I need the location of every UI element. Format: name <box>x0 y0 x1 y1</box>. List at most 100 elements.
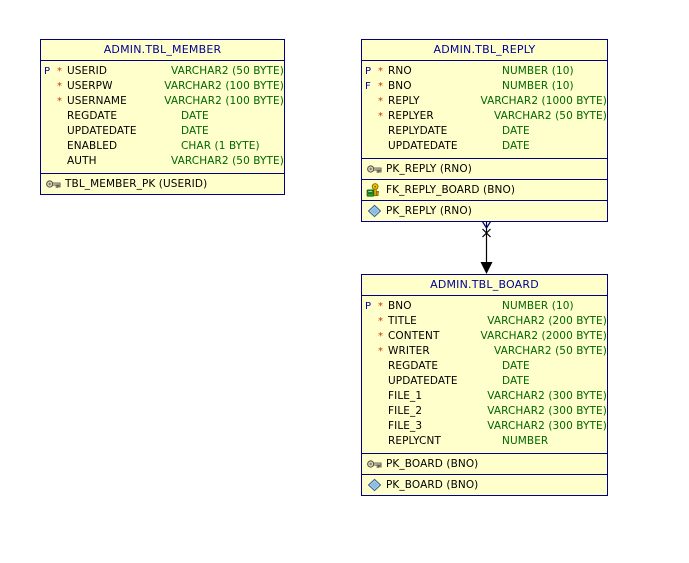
attribute-name: USERID <box>67 65 108 77</box>
attribute-datatype: NUMBER (10) <box>502 65 574 77</box>
primary-key-icon <box>366 457 383 471</box>
attribute-datatype: VARCHAR2 (100 BYTE) <box>164 95 284 107</box>
attribute-required-marker: * <box>57 96 62 107</box>
attribute-datatype: VARCHAR2 (1000 BYTE) <box>480 95 607 107</box>
attribute-name: USERPW <box>67 80 113 92</box>
attribute-datatype: NUMBER (10) <box>502 80 574 92</box>
attribute-name: REPLY <box>388 95 420 107</box>
primary-key-icon <box>45 177 62 191</box>
entity-tbl_reply[interactable]: ADMIN.TBL_REPLY P * RNO NUMBER (10) F * BNO NUMB… <box>361 39 608 222</box>
attribute-datatype: VARCHAR2 (2000 BYTE) <box>480 330 607 342</box>
attribute-datatype: CHAR (1 BYTE) <box>181 140 260 152</box>
attribute-name: REPLYDATE <box>388 125 448 137</box>
attribute-row[interactable]: * USERPW VARCHAR2 (100 BYTE) <box>41 79 284 94</box>
attribute-datatype: VARCHAR2 (50 BYTE) <box>494 345 607 357</box>
attribute-key-marker: F <box>365 81 371 92</box>
attribute-name: RNO <box>388 65 412 77</box>
attribute-row[interactable]: * REPLYER VARCHAR2 (50 BYTE) <box>362 109 607 124</box>
attribute-row[interactable]: REPLYCNT NUMBER <box>362 434 607 449</box>
entity-title-tbl_board: ADMIN.TBL_BOARD <box>362 275 607 296</box>
attribute-name: TITLE <box>388 315 417 327</box>
attribute-datatype: VARCHAR2 (300 BYTE) <box>487 420 607 432</box>
attribute-name: REGDATE <box>388 360 439 372</box>
attribute-required-marker: * <box>378 316 383 327</box>
constraint-row[interactable]: TBL_MEMBER_PK (USERID) <box>41 174 284 194</box>
constraint-label: PK_REPLY (RNO) <box>386 205 472 217</box>
attribute-row[interactable]: * USERNAME VARCHAR2 (100 BYTE) <box>41 94 284 109</box>
attribute-name: FILE_2 <box>388 405 423 417</box>
attribute-row[interactable]: P * RNO NUMBER (10) <box>362 64 607 79</box>
primary-key-icon <box>366 162 383 176</box>
attribute-list: P * RNO NUMBER (10) F * BNO NUMBER (10) * REPLY VA… <box>362 61 607 159</box>
attribute-row[interactable]: FILE_2 VARCHAR2 (300 BYTE) <box>362 404 607 419</box>
attribute-required-marker: * <box>378 331 383 342</box>
attribute-name: UPDATEDATE <box>388 375 458 387</box>
attribute-datatype: VARCHAR2 (300 BYTE) <box>487 390 607 402</box>
attribute-datatype: NUMBER <box>502 435 549 447</box>
entity-title-tbl_reply: ADMIN.TBL_REPLY <box>362 40 607 61</box>
index-icon <box>366 204 383 218</box>
constraint-row[interactable]: PK_BOARD (BNO) <box>362 475 607 495</box>
constraint-label: PK_BOARD (BNO) <box>386 479 479 491</box>
constraint-label: PK_REPLY (RNO) <box>386 163 472 175</box>
attribute-row[interactable]: UPDATEDATE DATE <box>41 124 284 139</box>
attribute-row[interactable]: P * BNO NUMBER (10) <box>362 299 607 314</box>
attribute-datatype: DATE <box>181 125 209 137</box>
attribute-required-marker: * <box>378 66 383 77</box>
attribute-datatype: VARCHAR2 (200 BYTE) <box>487 315 607 327</box>
attribute-name: BNO <box>388 80 412 92</box>
attribute-name: BNO <box>388 300 412 312</box>
attribute-list: P * BNO NUMBER (10) * TITLE VARCHAR2 (200 BYTE… <box>362 296 607 454</box>
attribute-datatype: VARCHAR2 (300 BYTE) <box>487 405 607 417</box>
attribute-datatype: VARCHAR2 (100 BYTE) <box>164 80 284 92</box>
attribute-key-marker: P <box>365 301 372 312</box>
entity-tbl_board[interactable]: ADMIN.TBL_BOARD P * BNO NUMBER (10) * TITLE VAR… <box>361 274 608 496</box>
attribute-row[interactable]: * REPLY VARCHAR2 (1000 BYTE) <box>362 94 607 109</box>
constraint-label: PK_BOARD (BNO) <box>386 458 479 470</box>
attribute-name: REPLYCNT <box>388 435 441 447</box>
attribute-name: UPDATEDATE <box>67 125 137 137</box>
entity-title-tbl_member: ADMIN.TBL_MEMBER <box>41 40 284 61</box>
attribute-name: REPLYER <box>388 110 434 122</box>
attribute-row[interactable]: F * BNO NUMBER (10) <box>362 79 607 94</box>
attribute-datatype: DATE <box>181 110 209 122</box>
constraint-row[interactable]: FK_REPLY_BOARD (BNO) <box>362 180 607 201</box>
constraint-row[interactable]: PK_REPLY (RNO) <box>362 201 607 221</box>
constraint-label: FK_REPLY_BOARD (BNO) <box>386 184 516 196</box>
attribute-key-marker: P <box>365 66 372 77</box>
attribute-required-marker: * <box>378 301 383 312</box>
attribute-required-marker: * <box>378 81 383 92</box>
index-icon <box>366 478 383 492</box>
attribute-name: USERNAME <box>67 95 127 107</box>
attribute-name: WRITER <box>388 345 430 357</box>
attribute-datatype: VARCHAR2 (50 BYTE) <box>171 65 284 77</box>
attribute-datatype: VARCHAR2 (50 BYTE) <box>171 155 284 167</box>
attribute-datatype: NUMBER (10) <box>502 300 574 312</box>
attribute-row[interactable]: * WRITER VARCHAR2 (50 BYTE) <box>362 344 607 359</box>
constraint-row[interactable]: PK_BOARD (BNO) <box>362 454 607 475</box>
attribute-row[interactable]: UPDATEDATE DATE <box>362 374 607 389</box>
foreign-key-icon <box>366 183 383 197</box>
constraint-row[interactable]: PK_REPLY (RNO) <box>362 159 607 180</box>
attribute-required-marker: * <box>378 346 383 357</box>
attribute-required-marker: * <box>57 81 62 92</box>
attribute-name: UPDATEDATE <box>388 140 458 152</box>
constraint-label: TBL_MEMBER_PK (USERID) <box>65 178 208 190</box>
attribute-datatype: VARCHAR2 (50 BYTE) <box>494 110 607 122</box>
attribute-datatype: DATE <box>502 375 530 387</box>
attribute-required-marker: * <box>378 96 383 107</box>
attribute-row[interactable]: * TITLE VARCHAR2 (200 BYTE) <box>362 314 607 329</box>
attribute-required-marker: * <box>378 111 383 122</box>
